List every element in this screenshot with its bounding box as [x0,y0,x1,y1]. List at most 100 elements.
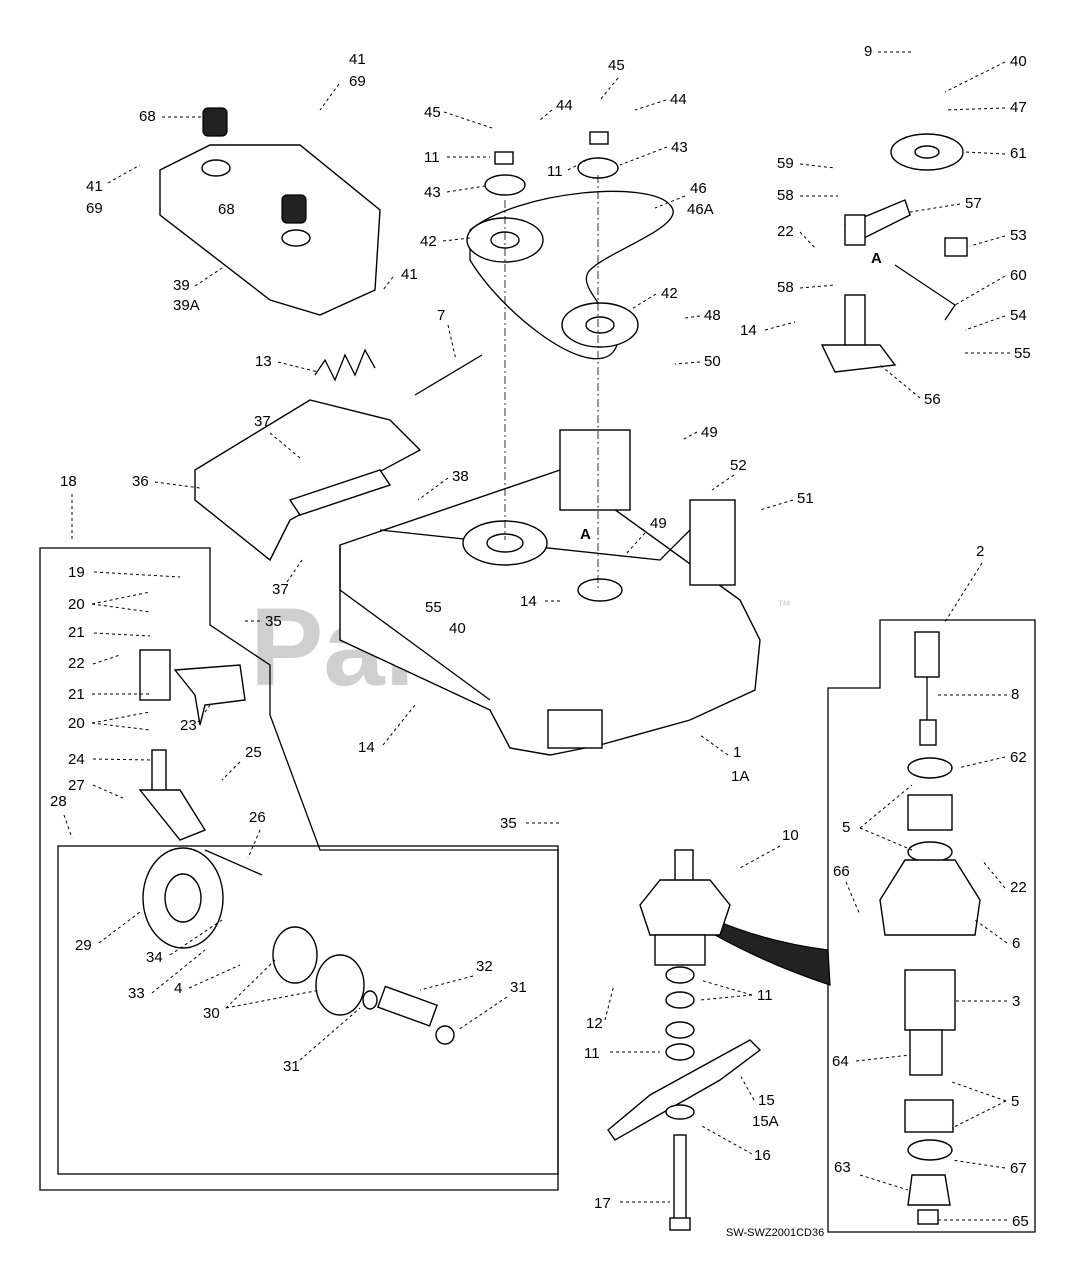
label-50: 50 [704,353,721,370]
label-10: 10 [782,827,799,844]
label-14-deck: 14 [520,593,537,610]
label-44-left: 44 [556,97,573,114]
label-58-upper: 58 [777,187,794,204]
label-33: 33 [128,985,145,1002]
label-31-lower: 31 [283,1058,300,1075]
label-41-left: 41 [86,178,103,195]
label-1A: 1A [731,768,749,785]
label-35-upper: 35 [265,613,282,630]
label-20-upper: 20 [68,596,85,613]
label-9: 9 [864,43,872,60]
label-54: 54 [1010,307,1027,324]
label-27: 27 [68,777,85,794]
callout-labels: 41 69 68 41 69 68 39 39A 41 45 44 45 44 … [50,43,1031,1239]
label-11-top-right: 11 [547,163,563,180]
label-43-left: 43 [424,184,441,201]
label-8: 8 [1011,686,1019,703]
label-51: 51 [797,490,814,507]
label-52: 52 [730,457,747,474]
label-55-idler: 55 [1014,345,1031,362]
label-34: 34 [146,949,163,966]
label-61: 61 [1010,145,1027,162]
label-63: 63 [834,1159,851,1176]
label-16: 16 [754,1147,771,1164]
idler-assembly [820,133,968,373]
label-21-upper: 21 [68,624,85,641]
label-22-inset: 22 [68,655,85,672]
spindle-assembly [879,631,981,1225]
label-17: 17 [594,1195,611,1212]
label-62: 62 [1010,749,1027,766]
label-57: 57 [965,195,982,212]
label-24: 24 [68,751,85,768]
inset-18-outline [39,547,559,1191]
label-23: 23 [180,717,197,734]
label-11-spindle-a: 11 [757,987,773,1004]
label-1: 1 [733,744,741,761]
label-36: 36 [132,473,149,490]
label-5-upper: 5 [842,819,850,836]
label-3: 3 [1012,993,1020,1010]
label-45-left: 45 [424,104,441,121]
connector-swoosh [714,919,831,986]
label-39A: 39A [173,297,200,314]
label-47: 47 [1010,99,1027,116]
label-46A: 46A [687,201,714,218]
leader-lines [63,51,1010,1221]
label-25: 25 [245,744,262,761]
label-42-right: 42 [661,285,678,302]
label-26: 26 [249,809,266,826]
label-12: 12 [586,1015,603,1032]
label-49-upper: 49 [701,424,718,441]
watermark-trademark: ™ [777,597,791,613]
label-55-deck: 55 [425,599,442,616]
label-32: 32 [476,958,493,975]
label-31-right: 31 [510,979,527,996]
view-ref-A-idler: A [871,250,882,267]
label-45-right: 45 [608,57,625,74]
knob-68-upper [202,107,228,137]
label-37-upper: 37 [254,413,271,430]
label-7: 7 [437,307,445,324]
label-11-spindle-b: 11 [584,1045,600,1062]
label-15: 15 [758,1092,775,1109]
label-68-top: 68 [139,108,156,125]
label-44-right: 44 [670,91,687,108]
label-38: 38 [452,468,469,485]
label-46: 46 [690,180,707,197]
gauge-wheel-assembly [138,649,455,1045]
view-ref-A-deck: A [580,526,591,543]
lower-spindle [607,849,762,1231]
label-35-lower: 35 [500,815,517,832]
pulley-belt-assembly [466,131,674,360]
label-53: 53 [1010,227,1027,244]
label-66: 66 [833,863,850,880]
label-20-lower: 20 [68,715,85,732]
label-28: 28 [50,793,67,810]
label-68-cover: 68 [218,201,235,218]
label-69-top: 69 [349,73,366,90]
cover-hole-rear [281,229,311,247]
label-14-upper: 14 [740,322,757,339]
belt-cover [159,144,381,316]
label-41-right: 41 [401,266,418,283]
pivot-bar [288,469,392,516]
label-13: 13 [255,353,272,370]
label-56: 56 [924,391,941,408]
label-42-left: 42 [420,233,437,250]
label-65: 65 [1012,1213,1029,1230]
label-30: 30 [203,1005,220,1022]
label-67: 67 [1010,1160,1027,1177]
label-60: 60 [1010,267,1027,284]
label-48: 48 [704,307,721,324]
mower-deck [339,429,761,756]
label-15A: 15A [752,1113,779,1130]
knob-68-lower [281,194,307,224]
label-37-lower: 37 [272,581,289,598]
spring [314,348,376,382]
inset-2-outline [827,619,1036,1233]
label-40-deck: 40 [449,620,466,637]
label-2: 2 [976,543,984,560]
label-69-left: 69 [86,200,103,217]
